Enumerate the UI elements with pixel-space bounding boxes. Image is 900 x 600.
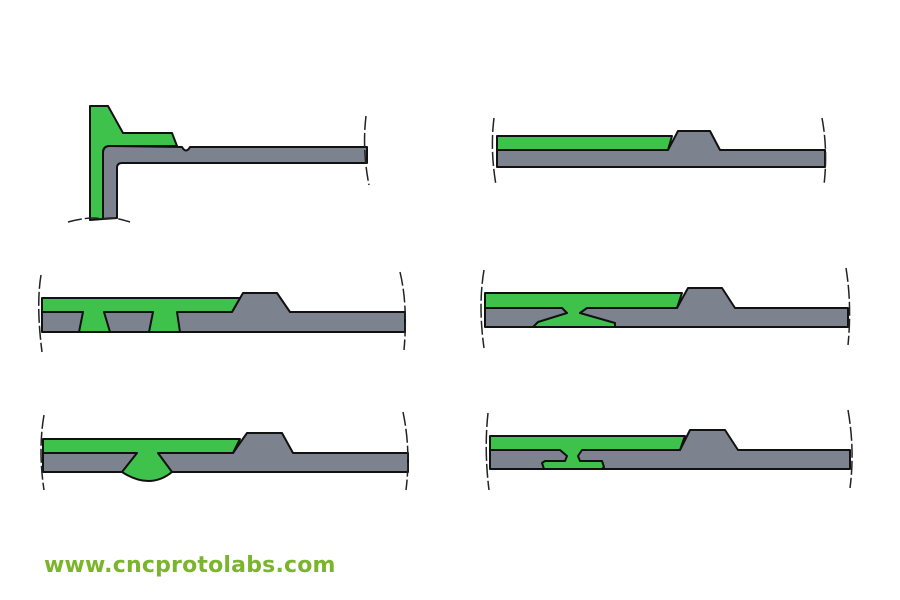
break-line: [491, 117, 497, 186]
substrate: [102, 145, 368, 220]
panel-corner-lip: [67, 105, 370, 223]
website-watermark: www.cncprotolabs.com: [44, 553, 336, 578]
substrate: [496, 130, 826, 168]
break-line: [402, 411, 409, 491]
overmold-layer: [41, 297, 241, 333]
break-line: [847, 409, 853, 489]
panel-flat-butt: [491, 117, 827, 186]
break-line: [37, 274, 43, 353]
overmold-layer: [484, 292, 683, 328]
break-line: [40, 414, 45, 491]
panel-double-through-anchor: [37, 271, 407, 353]
overmold-layer: [42, 438, 241, 482]
panel-flanged-anchor: [485, 409, 853, 491]
break-line: [845, 267, 851, 346]
overmold-layer: [496, 135, 673, 151]
break-line: [821, 117, 827, 186]
break-line: [480, 269, 485, 349]
break-line: [67, 217, 131, 223]
panel-flared-through-anchor: [480, 267, 851, 349]
panel-domed-through-anchor: [40, 411, 409, 491]
break-line: [399, 271, 407, 351]
overmold-layer: [489, 435, 686, 470]
break-line: [363, 115, 370, 186]
break-line: [485, 412, 490, 491]
